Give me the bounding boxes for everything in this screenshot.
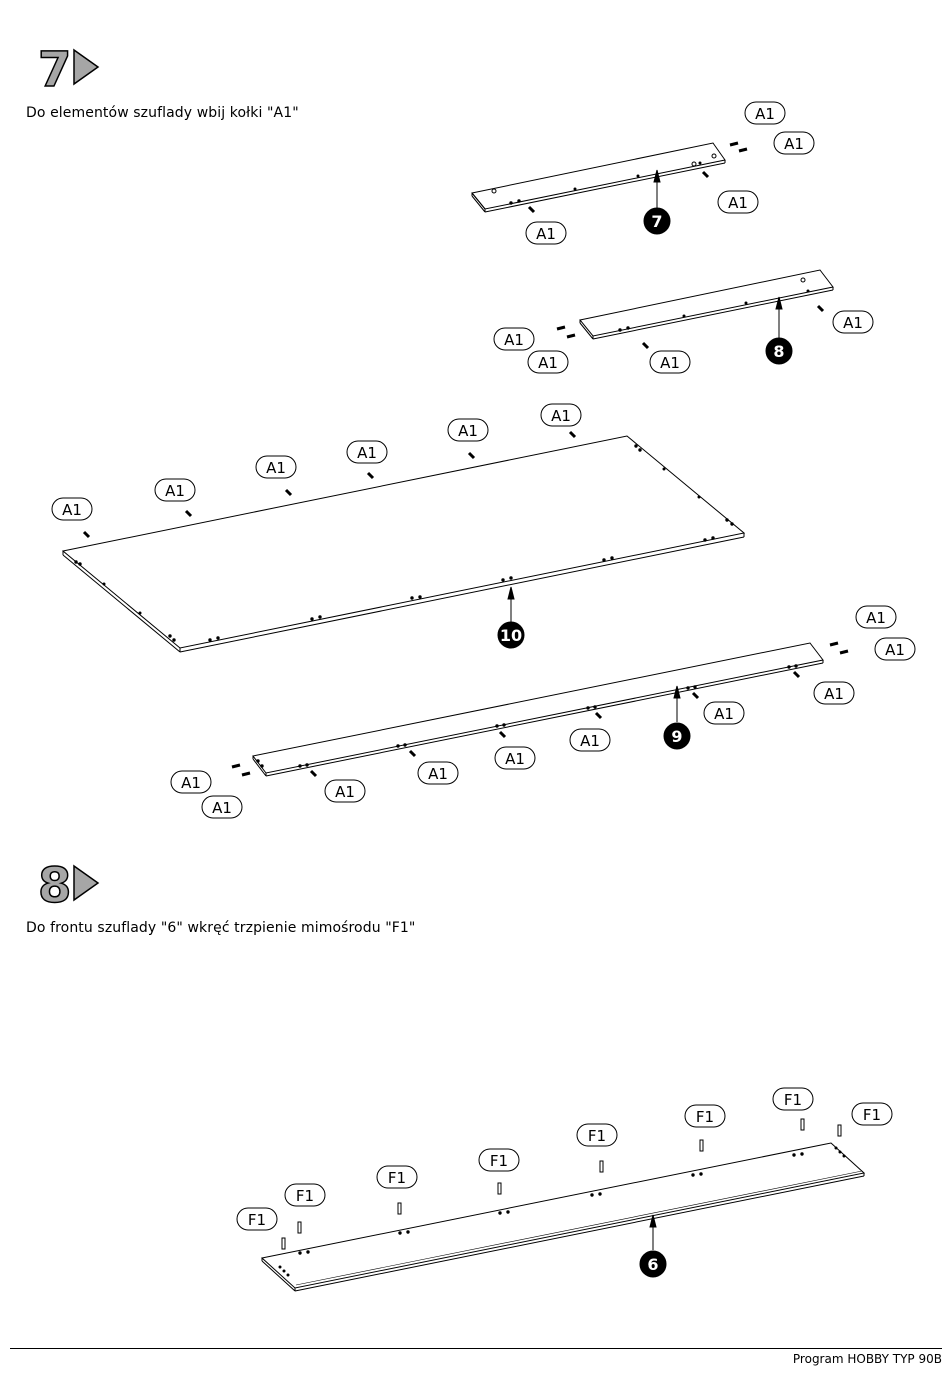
svg-text:A1: A1 bbox=[755, 105, 775, 123]
svg-text:A1: A1 bbox=[885, 641, 905, 659]
svg-text:A1: A1 bbox=[824, 685, 844, 703]
svg-text:9: 9 bbox=[671, 727, 682, 746]
label-a1: A1 bbox=[418, 762, 458, 784]
label-a1: A1 bbox=[814, 682, 854, 704]
label-a1: A1 bbox=[718, 191, 758, 213]
label-a1: A1 bbox=[875, 638, 915, 660]
label-a1: A1 bbox=[171, 771, 211, 793]
svg-text:A1: A1 bbox=[728, 194, 748, 212]
label-a1: A1 bbox=[347, 441, 387, 463]
board-part-9 bbox=[253, 643, 823, 776]
label-a1: A1 bbox=[541, 404, 581, 426]
svg-text:F1: F1 bbox=[388, 1169, 406, 1187]
svg-text:A1: A1 bbox=[266, 459, 286, 477]
svg-text:10: 10 bbox=[500, 626, 522, 645]
svg-text:A1: A1 bbox=[357, 444, 377, 462]
label-a1: A1 bbox=[495, 747, 535, 769]
part-7-marker: 7 bbox=[644, 208, 670, 234]
arrow-part-7 bbox=[654, 170, 660, 208]
footer-divider bbox=[10, 1348, 942, 1349]
svg-text:A1: A1 bbox=[181, 774, 201, 792]
label-a1: A1 bbox=[526, 222, 566, 244]
arrow-part-8 bbox=[776, 297, 782, 338]
svg-text:A1: A1 bbox=[428, 765, 448, 783]
part-10-marker: 10 bbox=[498, 622, 524, 648]
label-a1: A1 bbox=[494, 328, 534, 350]
svg-text:A1: A1 bbox=[551, 407, 571, 425]
svg-text:6: 6 bbox=[647, 1255, 658, 1274]
svg-text:F1: F1 bbox=[296, 1187, 314, 1205]
svg-text:8: 8 bbox=[773, 342, 784, 361]
part-9-marker: 9 bbox=[664, 723, 690, 749]
label-a1: A1 bbox=[52, 498, 92, 520]
label-a1: A1 bbox=[833, 311, 873, 333]
svg-text:7: 7 bbox=[651, 212, 662, 231]
label-f1: F1 bbox=[237, 1208, 277, 1230]
label-f1: F1 bbox=[773, 1088, 813, 1110]
label-a1: A1 bbox=[528, 351, 568, 373]
label-a1: A1 bbox=[745, 102, 785, 124]
svg-text:A1: A1 bbox=[784, 135, 804, 153]
label-f1: F1 bbox=[577, 1124, 617, 1146]
svg-text:A1: A1 bbox=[660, 354, 680, 372]
svg-text:F1: F1 bbox=[696, 1108, 714, 1126]
part-6-marker: 6 bbox=[640, 1251, 666, 1277]
svg-text:A1: A1 bbox=[580, 732, 600, 750]
label-a1: A1 bbox=[650, 351, 690, 373]
footer-text: Program HOBBY TYP 90B bbox=[793, 1352, 942, 1366]
part-8-marker: 8 bbox=[766, 338, 792, 364]
svg-text:F1: F1 bbox=[863, 1106, 881, 1124]
board-part-6 bbox=[262, 1143, 864, 1291]
svg-text:F1: F1 bbox=[588, 1127, 606, 1145]
panel-part-10 bbox=[63, 436, 744, 652]
svg-text:A1: A1 bbox=[504, 331, 524, 349]
label-a1: A1 bbox=[570, 729, 610, 751]
svg-text:A1: A1 bbox=[335, 783, 355, 801]
board-part-7 bbox=[472, 143, 725, 212]
label-f1: F1 bbox=[852, 1103, 892, 1125]
svg-text:A1: A1 bbox=[165, 482, 185, 500]
svg-text:A1: A1 bbox=[843, 314, 863, 332]
svg-text:F1: F1 bbox=[784, 1091, 802, 1109]
svg-text:A1: A1 bbox=[866, 609, 886, 627]
svg-text:A1: A1 bbox=[212, 799, 232, 817]
board-part-8 bbox=[580, 270, 833, 339]
label-a1: A1 bbox=[325, 780, 365, 802]
svg-text:F1: F1 bbox=[490, 1152, 508, 1170]
label-a1: A1 bbox=[256, 456, 296, 478]
label-f1: F1 bbox=[377, 1166, 417, 1188]
label-a1: A1 bbox=[155, 479, 195, 501]
svg-text:F1: F1 bbox=[248, 1211, 266, 1229]
label-a1: A1 bbox=[448, 419, 488, 441]
label-a1: A1 bbox=[202, 796, 242, 818]
label-a1: A1 bbox=[856, 606, 896, 628]
svg-text:A1: A1 bbox=[714, 705, 734, 723]
svg-text:A1: A1 bbox=[458, 422, 478, 440]
label-f1: F1 bbox=[285, 1184, 325, 1206]
label-f1: F1 bbox=[685, 1105, 725, 1127]
label-a1: A1 bbox=[774, 132, 814, 154]
svg-text:A1: A1 bbox=[62, 501, 82, 519]
svg-text:A1: A1 bbox=[538, 354, 558, 372]
arrow-part-6 bbox=[650, 1215, 656, 1250]
arrow-part-10 bbox=[508, 587, 514, 622]
label-f1: F1 bbox=[479, 1149, 519, 1171]
svg-text:A1: A1 bbox=[536, 225, 556, 243]
arrow-part-9 bbox=[674, 686, 680, 722]
svg-text:A1: A1 bbox=[505, 750, 525, 768]
label-a1: A1 bbox=[704, 702, 744, 724]
